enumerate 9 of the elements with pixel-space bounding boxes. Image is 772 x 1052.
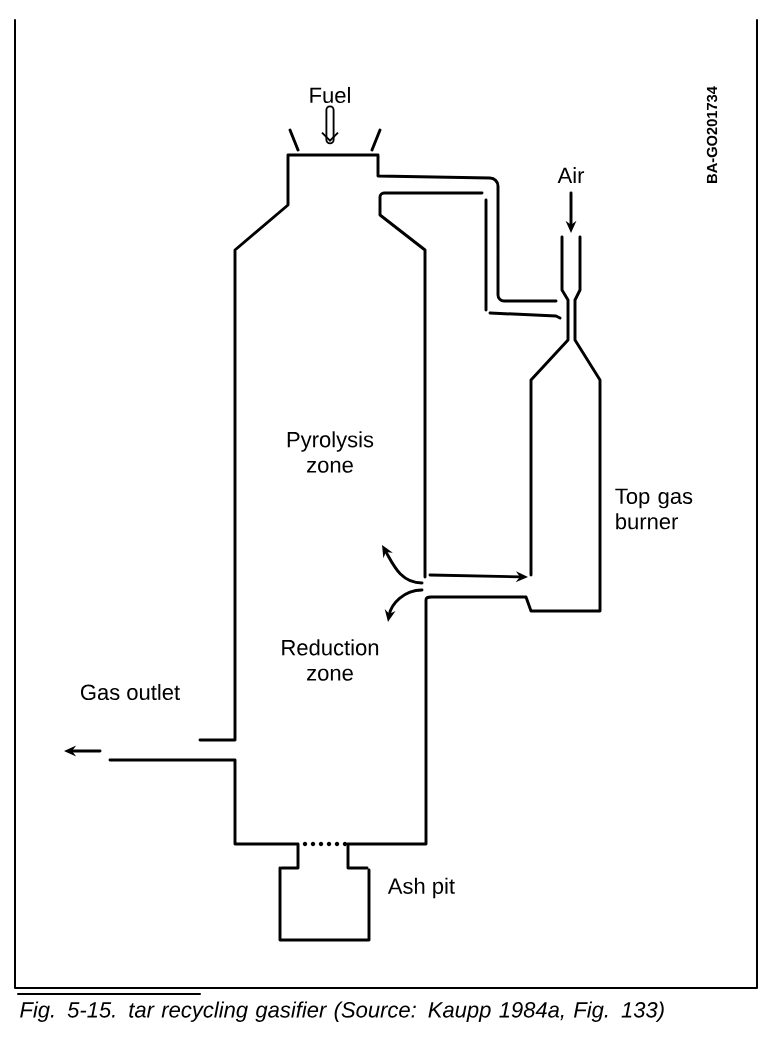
label-text: Air (557, 167, 585, 183)
label-text: Reduction zone (282, 639, 379, 681)
label-text: Gas outlet (80, 683, 180, 701)
label-text: Ash pit (387, 877, 455, 899)
caption: Fig. 5-15. tar recycling gasifier (Source: Kaupp 1984a, Fig. 133) (20, 1001, 664, 1022)
label-text: Fuel (310, 86, 350, 104)
label-text: Top gas burner (615, 488, 693, 530)
label-text: Pyrolysis zone (287, 431, 374, 473)
label-text: BA-GO201734 (706, 86, 718, 183)
